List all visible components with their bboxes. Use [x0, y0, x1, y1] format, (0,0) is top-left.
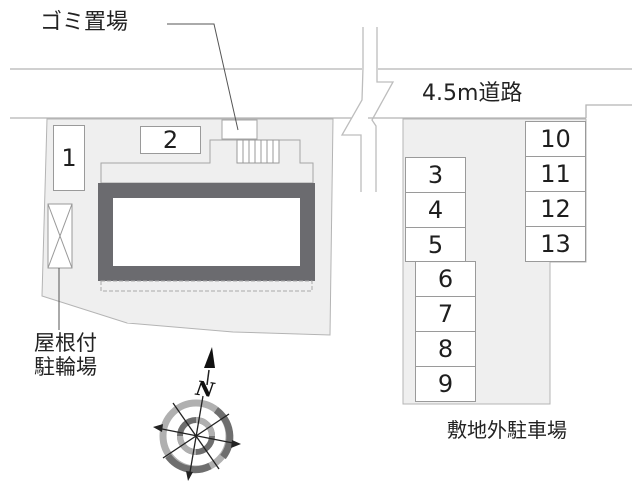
- north-label: N: [193, 376, 216, 403]
- road-label: 4.5m道路: [422, 81, 523, 106]
- parking-space-2: 2: [140, 126, 201, 154]
- building-footprint-dashed: [100, 280, 313, 292]
- parking-space-8: 8: [415, 331, 476, 367]
- parking-space-10: 10: [525, 121, 586, 157]
- building-interior: [113, 198, 300, 266]
- leader-lines: [58, 23, 239, 330]
- compass-icon: N: [153, 347, 241, 481]
- parking-space-7: 7: [415, 296, 476, 332]
- parking-space-11: 11: [525, 156, 586, 192]
- parking-space-4: 4: [405, 192, 466, 228]
- parking-space-12: 12: [525, 191, 586, 227]
- road-break-lines: [340, 27, 395, 192]
- bicycle-parking-label: 屋根付 駐輪場: [34, 331, 97, 379]
- parking-space-9: 9: [415, 366, 476, 402]
- road: [10, 68, 632, 119]
- parking-space-1: 1: [53, 125, 85, 191]
- trash-area-label: ゴミ置場: [40, 10, 129, 35]
- north-arrow-icon: [204, 347, 215, 368]
- trash-area-box: [221, 119, 258, 140]
- offsite-parking-label: 敷地外駐車場: [447, 418, 567, 442]
- bicycle-parking: [47, 203, 73, 269]
- parking-space-6: 6: [415, 261, 476, 297]
- parking-space-3: 3: [405, 157, 466, 193]
- stairs-icon: [236, 139, 280, 164]
- parking-space-5: 5: [405, 227, 466, 262]
- parking-space-13: 13: [525, 226, 586, 262]
